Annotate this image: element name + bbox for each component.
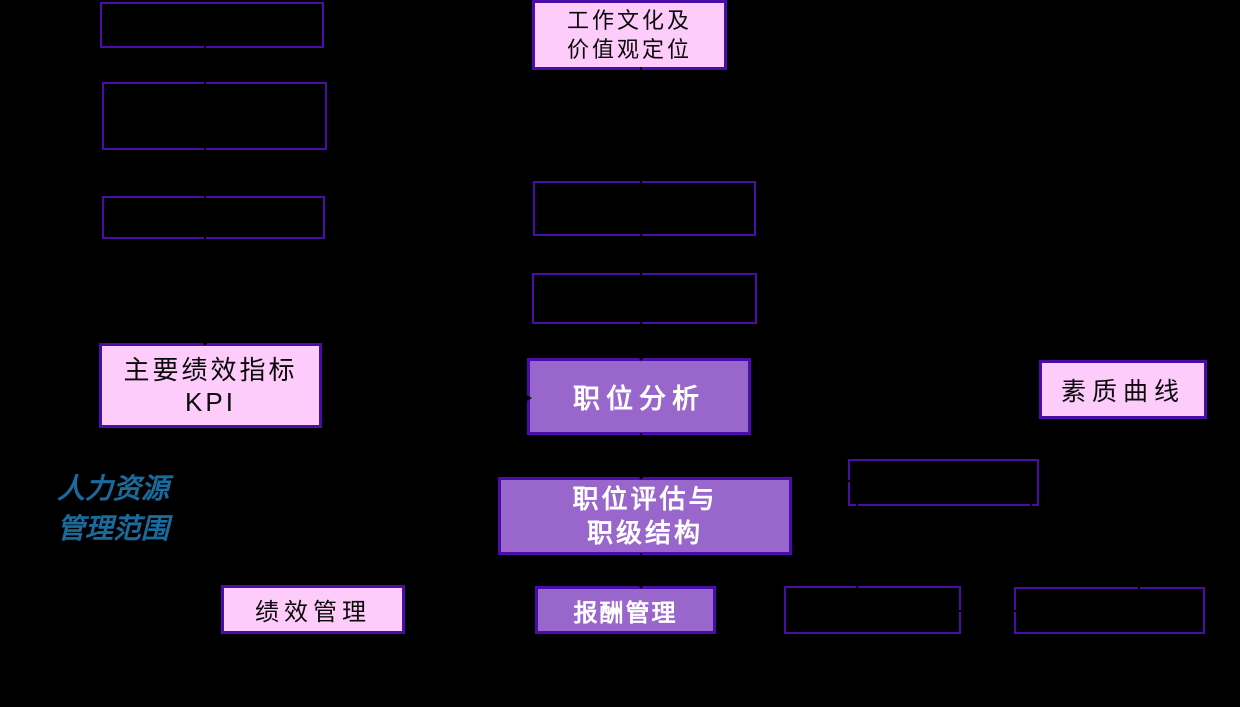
- empty-box-left-3: [102, 196, 325, 239]
- connector-left-3: [204, 236, 206, 336]
- connector-right-3: [1030, 504, 1032, 560]
- node-job-analysis: 职位分析: [527, 358, 751, 435]
- node-job-analysis-label: 职位分析: [573, 384, 705, 414]
- hr-scope-label-line1: 人力资源: [57, 474, 170, 505]
- empty-box-right-2: [784, 586, 961, 634]
- node-kpi-label-line2: KPI: [185, 386, 236, 417]
- empty-box-right-1: [848, 459, 1039, 506]
- connector-mid-2: [640, 233, 642, 276]
- connector-mid-1: [640, 67, 642, 184]
- arrowhead-into-job-evaluation: [634, 470, 648, 480]
- hr-scope-label: 人力资源 管理范围: [57, 470, 267, 550]
- arrowhead-into-job-analysis: [634, 351, 648, 361]
- connector-mid-5: [640, 553, 642, 579]
- connector-right-6: [959, 610, 1017, 612]
- node-performance-management: 绩效管理: [221, 585, 405, 634]
- connector-mid-4: [640, 433, 642, 470]
- hr-scope-label-line2: 管理范围: [57, 514, 170, 545]
- connector-right-2: [856, 504, 858, 588]
- node-job-evaluation-label-line1: 职位评估与: [572, 484, 718, 514]
- empty-box-mid-1: [533, 181, 756, 236]
- connector-left-2: [204, 148, 206, 199]
- arrowhead-into-kpi: [198, 336, 212, 346]
- connector-right-5: [1138, 558, 1140, 590]
- empty-box-mid-2: [532, 273, 757, 324]
- connector-left-1: [204, 44, 206, 85]
- node-kpi: 主要绩效指标 KPI: [99, 343, 322, 428]
- node-work-culture-label-line1: 工作文化及: [566, 8, 692, 33]
- arrowhead-right-into-job-analysis: [521, 392, 532, 404]
- node-quality-curve: 素质曲线: [1039, 360, 1207, 419]
- connector-mid-3: [640, 321, 642, 351]
- node-job-evaluation-label-line2: 职级结构: [586, 518, 703, 548]
- node-work-culture: 工作文化及 价值观定位: [532, 0, 727, 70]
- arrowhead-into-compensation: [634, 579, 648, 589]
- node-quality-curve-label: 素质曲线: [1060, 377, 1185, 406]
- node-kpi-label-line1: 主要绩效指标: [123, 354, 298, 385]
- node-work-culture-label-line2: 价值观定位: [566, 37, 692, 62]
- node-job-evaluation: 职位评估与 职级结构: [498, 477, 792, 555]
- connector-kpi-to-job-analysis: [324, 396, 522, 398]
- node-performance-management-label: 绩效管理: [255, 599, 371, 626]
- empty-box-left-1: [100, 2, 324, 48]
- empty-box-right-3: [1014, 587, 1205, 634]
- node-compensation-management-label: 报酬管理: [573, 599, 678, 627]
- empty-box-left-2: [102, 82, 327, 150]
- connector-right-4: [1030, 558, 1140, 560]
- node-compensation-management: 报酬管理: [535, 586, 716, 634]
- connector-right-1: [792, 480, 850, 482]
